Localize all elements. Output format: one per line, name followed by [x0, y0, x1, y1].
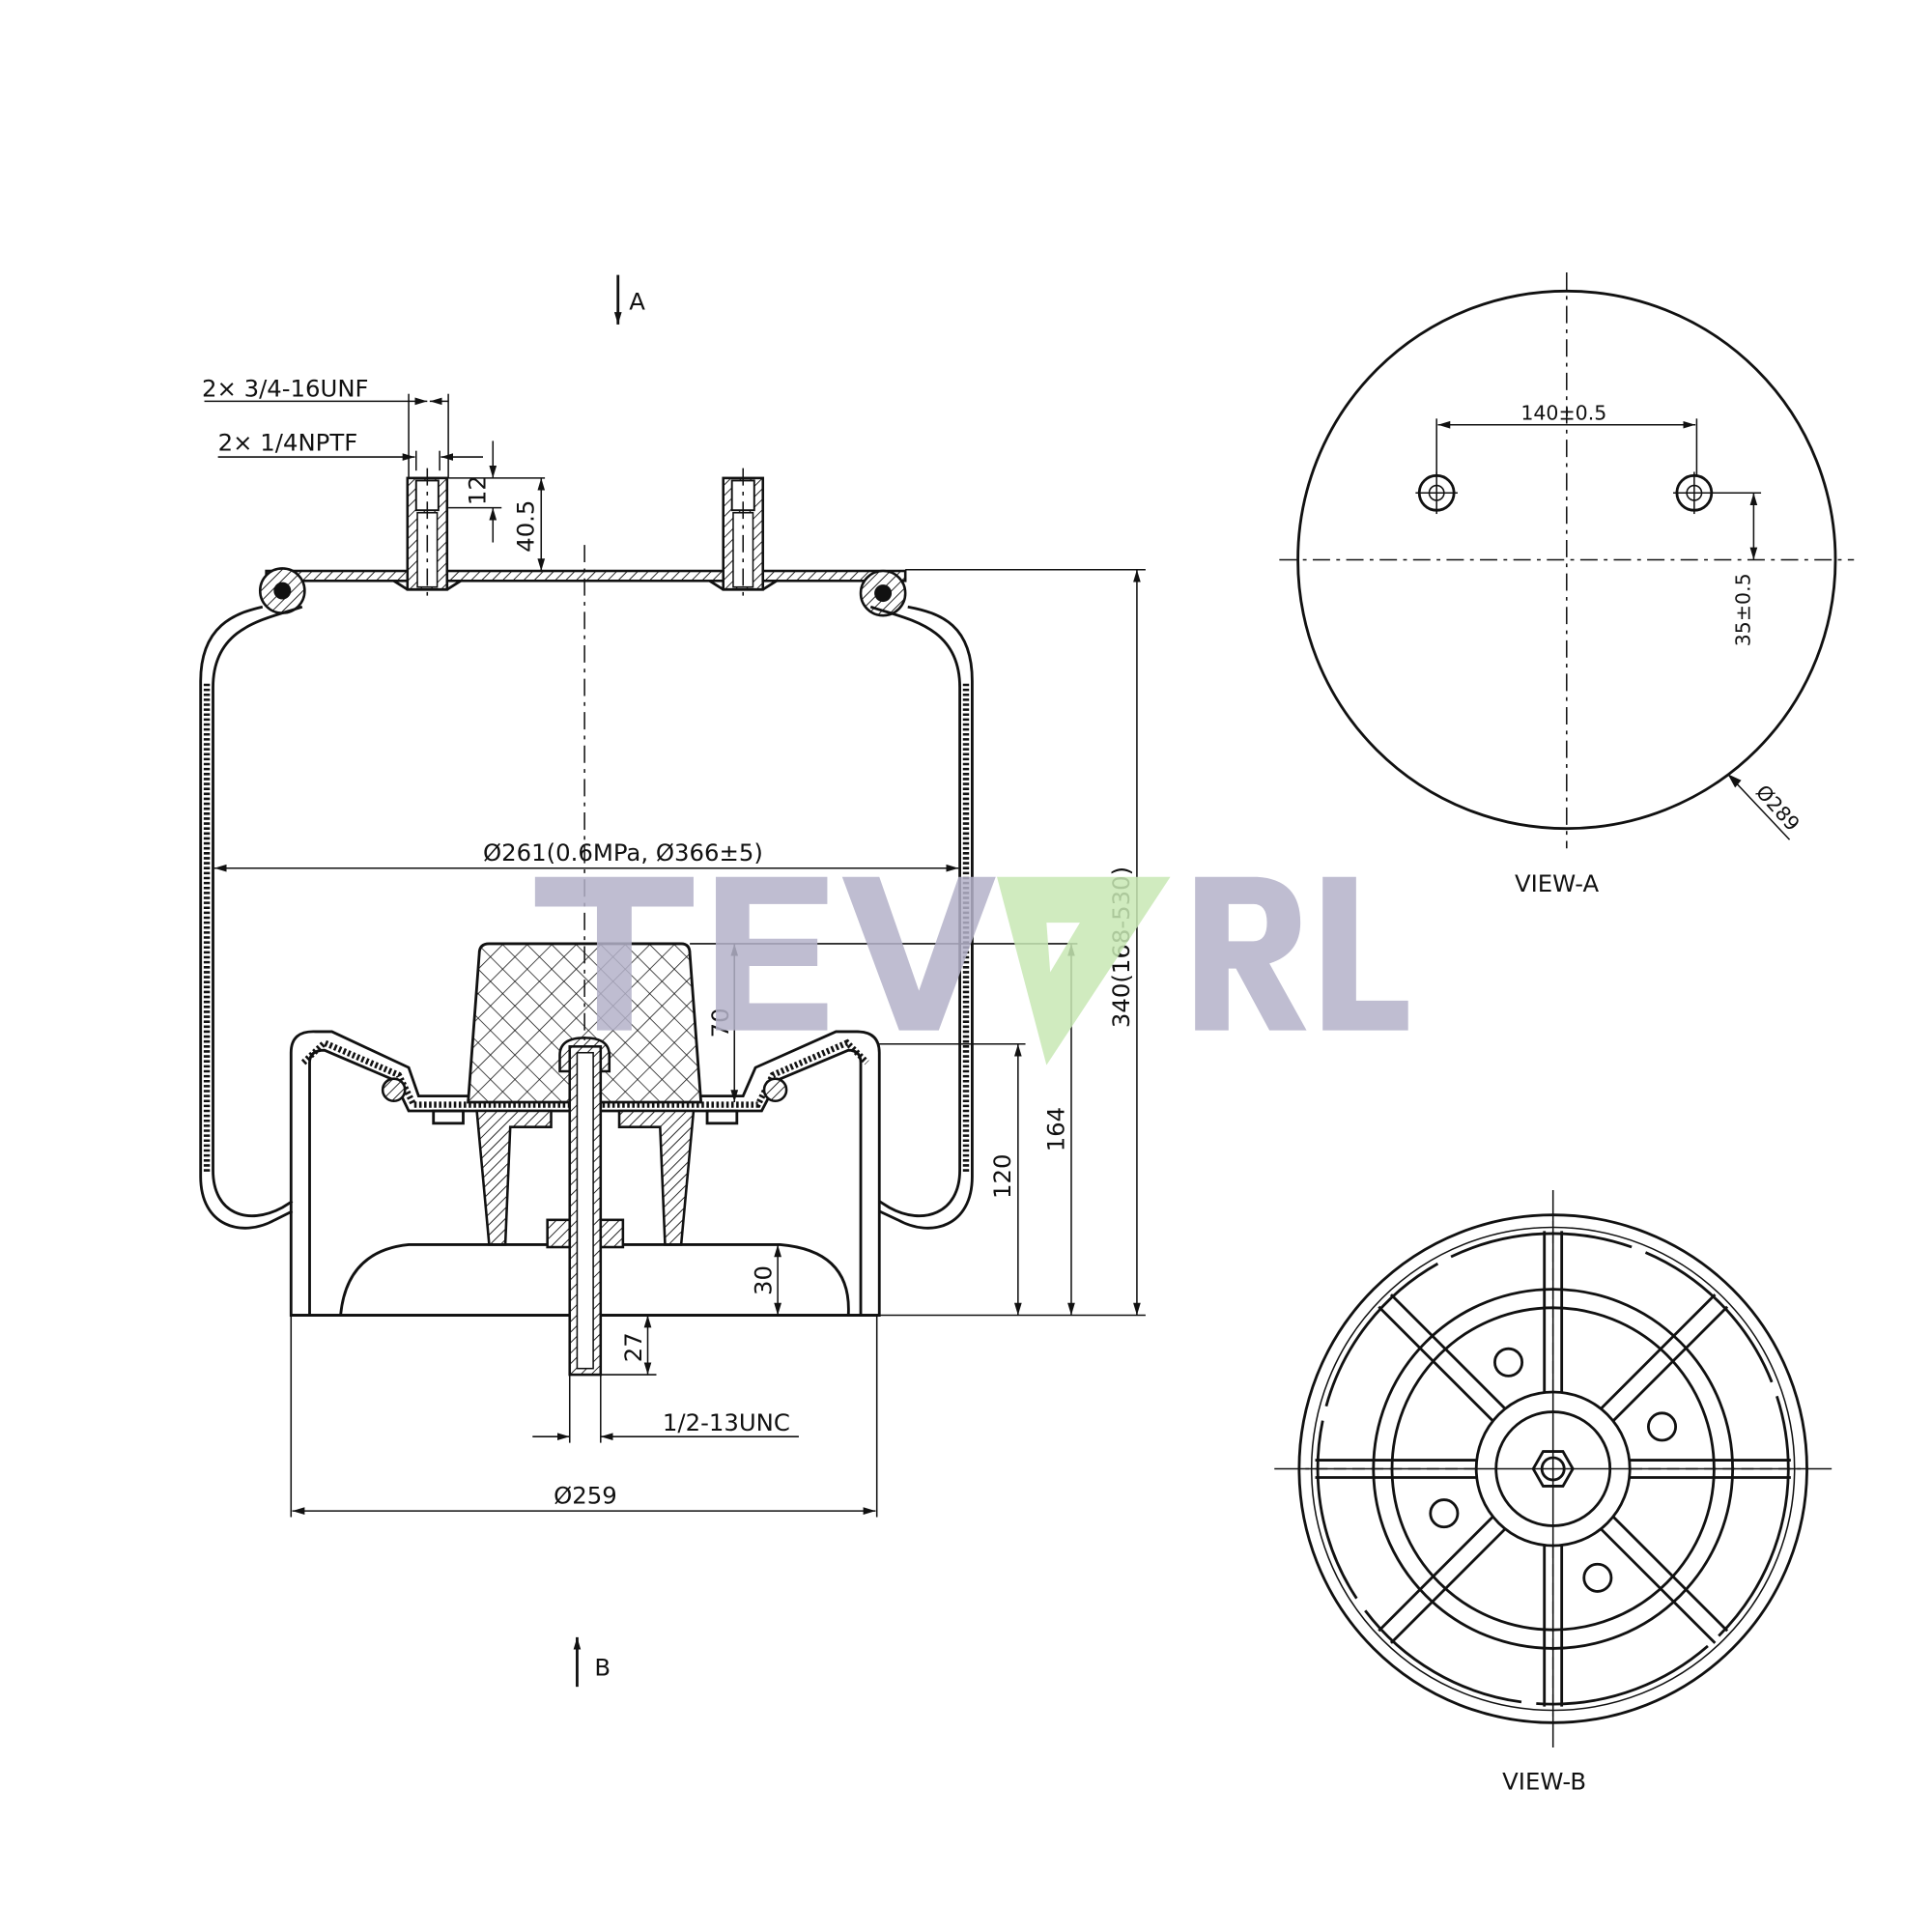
- top-plate-outline: [1296, 289, 1837, 831]
- dimension-40-5: 40.5: [512, 477, 546, 572]
- dimension-164: 164: [690, 943, 1078, 1316]
- view-arrow-b: B: [573, 1636, 611, 1688]
- spoke: [1600, 1293, 1729, 1422]
- mounting-hole: [1582, 1562, 1613, 1593]
- dim-164-label: 164: [1041, 1107, 1069, 1151]
- dim-12-label: 12: [464, 475, 492, 505]
- stud-hole: [1415, 471, 1458, 515]
- dimension-bolt-thread: 1/2-13UNC: [532, 1375, 799, 1443]
- dim-30-label: 30: [750, 1265, 778, 1295]
- rubber-bellows: [199, 605, 974, 1230]
- dimension-140: 140±0.5: [1435, 402, 1698, 476]
- offset-label: 35±0.5: [1732, 573, 1755, 646]
- top-plate: [265, 569, 907, 582]
- view-a: 140±0.5 35±0.5 Ø289 VIEW-A: [1279, 272, 1855, 897]
- bead-roll-left: [258, 567, 306, 614]
- spacing-label: 140±0.5: [1520, 402, 1606, 425]
- dimension-piston-diameter: Ø259: [290, 1315, 878, 1518]
- dimension-30: 30: [750, 1244, 781, 1316]
- dimension-289: Ø289: [1726, 773, 1804, 840]
- mounting-hole: [1493, 1347, 1524, 1378]
- piston: [289, 1030, 881, 1317]
- spoke: [1600, 1516, 1729, 1644]
- dim-27-label: 27: [619, 1332, 647, 1362]
- bellows-diameter-label: Ø261(0.6MPa, Ø366±5): [483, 838, 763, 867]
- view-arrow-a-label: A: [629, 288, 645, 316]
- view-arrow-a: A: [613, 274, 645, 325]
- dimension-bellows-diameter: Ø261(0.6MPa, Ø366±5): [213, 838, 959, 872]
- dim-120-label: 120: [988, 1154, 1016, 1199]
- dim-40-5-label: 40.5: [512, 500, 540, 553]
- dimension-air-fitting: 2× 3/4-16UNF: [202, 374, 449, 478]
- air-fitting-stud: [392, 468, 462, 600]
- spoke: [1378, 1516, 1506, 1644]
- stud-hole: [1673, 471, 1716, 515]
- main-section-view: A B: [199, 274, 1146, 1688]
- mounting-hole: [1429, 1498, 1460, 1529]
- view-arrow-b-label: B: [594, 1654, 611, 1682]
- piston-diameter-label: Ø259: [554, 1481, 617, 1509]
- dimension-12: 12: [448, 440, 546, 543]
- view-b: VIEW-B: [1274, 1190, 1833, 1796]
- view-b-title: VIEW-B: [1502, 1768, 1586, 1796]
- bolt-thread-label: 1/2-13UNC: [663, 1408, 790, 1436]
- piston-rib: [475, 1109, 553, 1246]
- dimension-port: 2× 1/4NPTF: [218, 429, 484, 471]
- dimension-27: 27: [600, 1315, 657, 1376]
- dimension-120: 120: [879, 1043, 1026, 1316]
- mounting-hole: [1647, 1411, 1678, 1442]
- mounting-bolt: [546, 1037, 625, 1377]
- bead-roll-right: [859, 569, 907, 617]
- air-fitting-label: 2× 3/4-16UNF: [202, 374, 369, 402]
- piston-rib: [617, 1109, 696, 1246]
- brand-logo-watermark: [534, 876, 1408, 1065]
- spoke: [1378, 1293, 1506, 1422]
- view-a-title: VIEW-A: [1515, 869, 1600, 897]
- mounting-stud: [708, 468, 778, 600]
- port-label: 2× 1/4NPTF: [218, 429, 358, 457]
- dimension-35: 35±0.5: [1711, 492, 1762, 646]
